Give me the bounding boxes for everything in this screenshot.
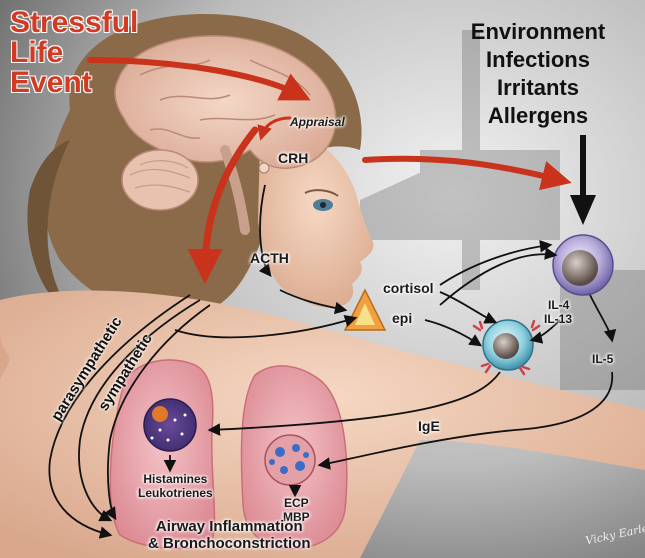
- th2-cell: [553, 235, 613, 295]
- environment-line-3: Irritants: [453, 74, 623, 102]
- environment-factors: Environment Infections Irritants Allerge…: [453, 18, 623, 130]
- acth-label: ACTH: [250, 250, 289, 266]
- ige-label: IgE: [418, 418, 440, 434]
- il4-label: IL-4: [548, 298, 569, 312]
- mast-cell: [144, 399, 196, 451]
- stressor-line-2: Life: [10, 38, 138, 68]
- stressor-line-3: Event: [10, 68, 138, 98]
- ecp-label: ECP: [283, 496, 310, 510]
- leukotrienes-label: Leukotrienes: [138, 486, 213, 500]
- outcome-label: Airway Inflammation & Bronchoconstrictio…: [148, 518, 311, 552]
- environment-line-1: Environment: [453, 18, 623, 46]
- outcome-line-2: & Bronchoconstriction: [148, 535, 311, 552]
- cerebellum: [122, 150, 198, 210]
- eosinophil: [265, 435, 315, 485]
- il13-label: IL-13: [544, 312, 572, 326]
- histamines-label: Histamines: [138, 472, 213, 486]
- epi-label: epi: [392, 310, 412, 326]
- il5-label: IL-5: [592, 352, 613, 366]
- stressor-line-1: Stressful: [10, 8, 138, 38]
- environment-line-4: Allergens: [453, 102, 623, 130]
- mast-mediators: Histamines Leukotrienes: [138, 472, 213, 500]
- stressor-title: Stressful Life Event: [10, 8, 138, 98]
- appraisal-label: Appraisal: [290, 115, 345, 129]
- crh-label: CRH: [278, 150, 308, 166]
- cortisol-label: cortisol: [383, 280, 434, 296]
- environment-line-2: Infections: [453, 46, 623, 74]
- outcome-line-1: Airway Inflammation: [148, 518, 311, 535]
